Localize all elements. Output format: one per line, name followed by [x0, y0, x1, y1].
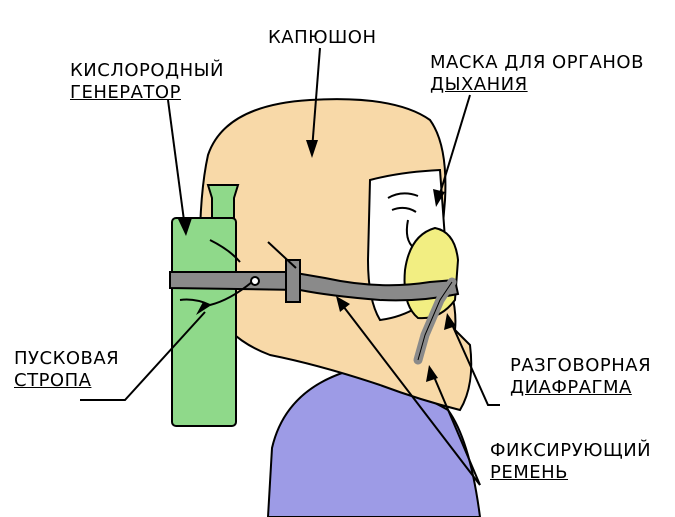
- label-launch-strap-line2: СТРОПА: [14, 370, 92, 391]
- leader-hood: [311, 47, 321, 151]
- strap-rivet: [250, 276, 260, 286]
- label-launch-strap: ПУСКОВАЯ СТРОПА: [14, 348, 119, 392]
- label-launch-strap-line1: ПУСКОВАЯ: [14, 348, 120, 369]
- label-mask-line2: ДЫХАНИЯ: [430, 74, 528, 95]
- label-hood-text: КАПЮШОН: [268, 27, 377, 48]
- leader-oxygen-generator: [167, 99, 186, 229]
- label-mask-line1: МАСКА ДЛЯ ОРГАНОВ: [430, 52, 644, 73]
- oxygen-cylinder-neck: [206, 184, 240, 219]
- eyebrow: [387, 192, 419, 199]
- leader-speech-diaphragm: [449, 319, 500, 406]
- leader-fixing-strap-2: [431, 371, 481, 486]
- label-hood: КАПЮШОН: [268, 27, 377, 49]
- label-mask: МАСКА ДЛЯ ОРГАНОВ ДЫХАНИЯ: [430, 52, 644, 96]
- hood-fold-2: [209, 239, 241, 263]
- leader-fixing-strap-1: [339, 301, 481, 486]
- label-speech-diaphragm-line2: ДИАФРАГМА: [510, 377, 632, 398]
- arrowhead-mask: [433, 189, 445, 207]
- leader-launch-strap: [80, 311, 206, 401]
- arrowhead-launch-strap: [196, 302, 210, 315]
- leader-lines: [80, 47, 500, 486]
- label-speech-diaphragm-line1: РАЗГОВОРНАЯ: [510, 355, 652, 376]
- label-oxygen-generator-line2: ГЕНЕРАТОР: [70, 82, 181, 103]
- oxygen-cylinder-body: [171, 217, 237, 427]
- label-speech-diaphragm: РАЗГОВОРНАЯ ДИАФРАГМА: [510, 355, 651, 399]
- label-oxygen-generator-line1: КИСЛОРОДНЫЙ: [70, 60, 224, 81]
- arrowhead-hood: [306, 140, 318, 158]
- arrowhead-fixing-strap-2: [426, 365, 438, 382]
- label-fixing-strap-line1: ФИКСИРУЮЩИЙ: [490, 440, 652, 461]
- hood-fold: [267, 241, 297, 269]
- speech-diaphragm-tube-outline: [417, 281, 453, 361]
- eye: [391, 206, 417, 213]
- arrow-heads: [178, 140, 456, 382]
- arrowhead-speech-diaphragm: [444, 313, 456, 330]
- label-fixing-strap: ФИКСИРУЮЩИЙ РЕМЕНЬ: [490, 440, 651, 484]
- arrowhead-fixing-strap-1: [336, 296, 350, 312]
- leader-mask: [437, 94, 471, 201]
- strap-buckle: [285, 259, 301, 303]
- label-oxygen-generator: КИСЛОРОДНЫЙ ГЕНЕРАТОР: [70, 60, 224, 104]
- launch-strap-cord: [179, 281, 253, 307]
- label-fixing-strap-line2: РЕМЕНЬ: [490, 462, 569, 483]
- arrowhead-oxygen-generator: [178, 218, 192, 236]
